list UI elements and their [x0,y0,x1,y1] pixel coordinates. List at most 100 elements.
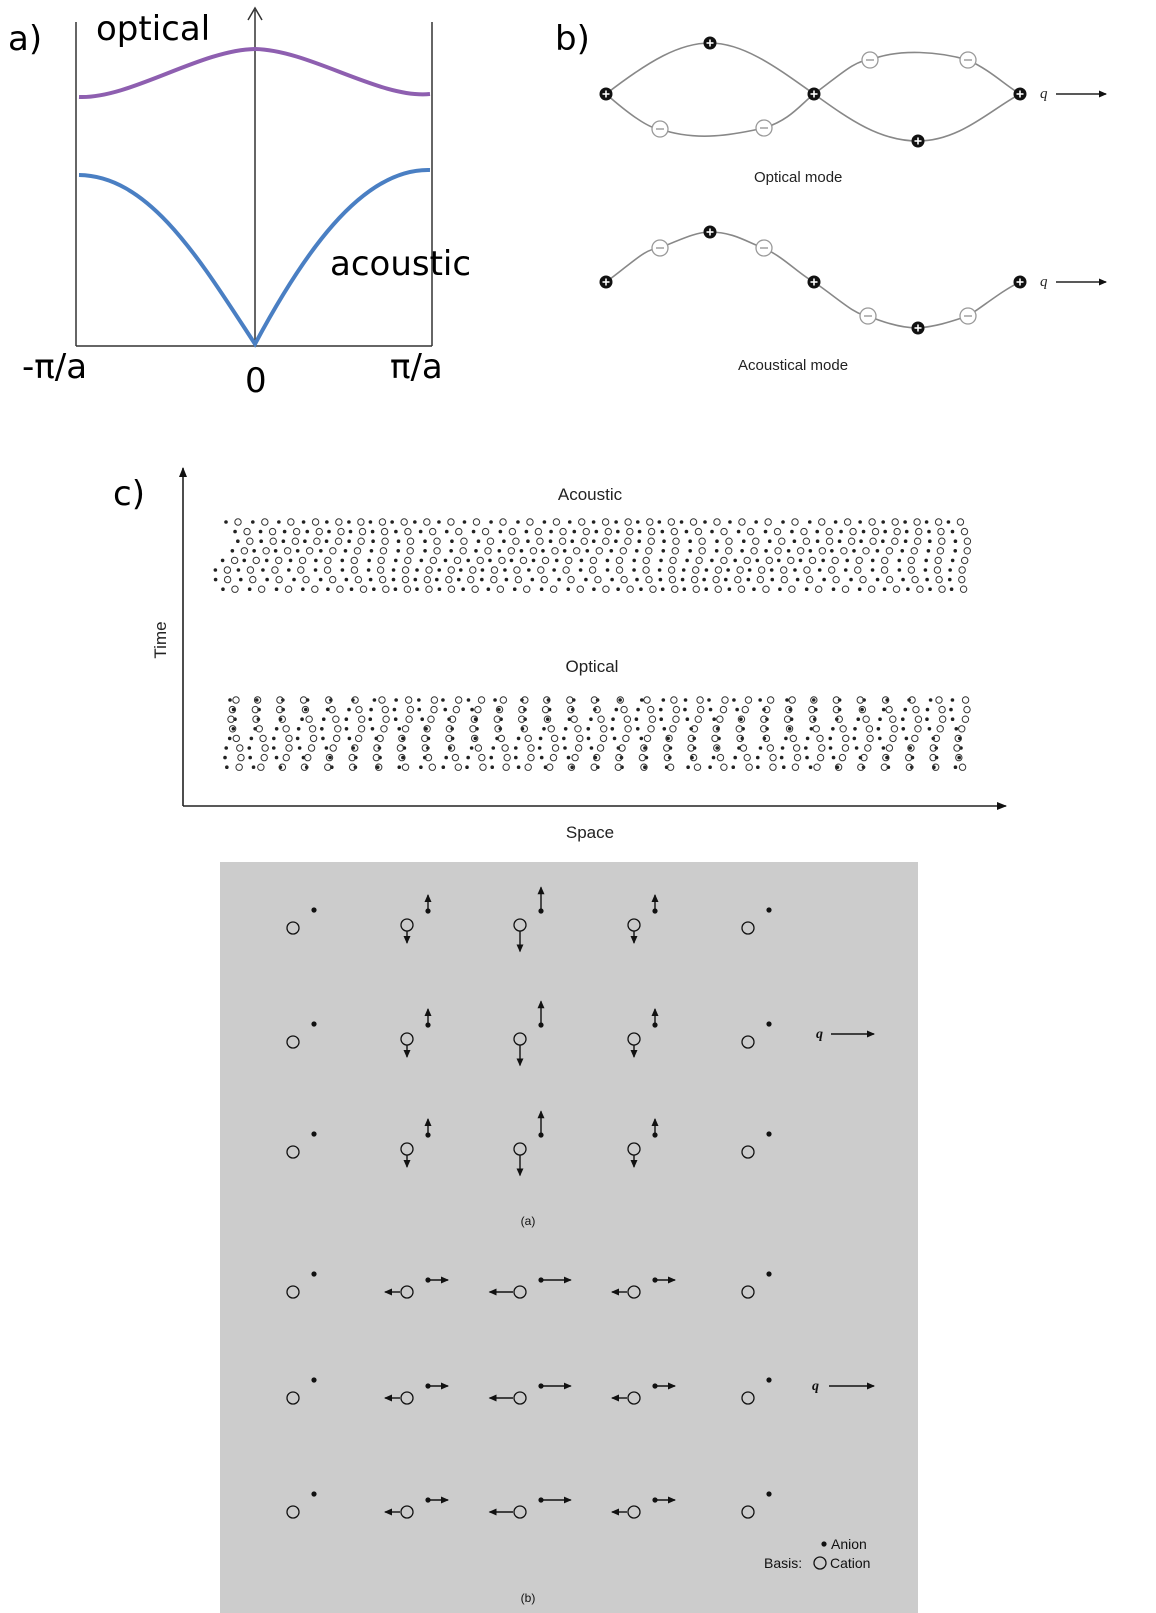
anion-dot [281,539,286,543]
anion-dot [441,765,446,769]
cation-circle [744,696,753,704]
cation-circle [350,556,358,565]
anion-dot [274,587,279,591]
optical-mode-atoms [599,36,1027,148]
cation-circle [543,696,551,704]
cation-circle [766,744,775,752]
cation [627,1285,641,1299]
cation-circle [720,556,728,565]
anion-dot [778,587,782,591]
anion-dot [616,529,620,534]
cation-circle [640,744,648,752]
cation-circle [430,696,439,704]
negative-ion [755,239,773,257]
anion-dot [702,577,706,582]
cation-circle [694,527,703,536]
positive-ion [807,275,821,289]
cation-circle [835,715,843,723]
cation-circle [507,547,516,555]
cation-circle [421,734,429,743]
anion-dot [265,577,269,582]
anion [538,1383,544,1389]
anion-dot [854,746,859,750]
cation-circle [762,585,770,593]
cation-circle [725,537,733,545]
cation-circle [243,527,251,536]
anion-dot [903,539,908,543]
anion-dot [637,529,642,534]
cation-circle [541,556,550,565]
cation-circle [537,566,545,574]
cation-circle [765,556,773,565]
anion-dot [758,698,762,702]
anion-dot [683,698,688,702]
anion-dot [795,577,800,582]
cation-circle [302,575,310,584]
cation-circle [406,547,414,555]
cation-circle [791,763,800,771]
cation-circle [549,585,558,593]
anion-dot [704,568,709,572]
anion-dot [503,568,507,572]
cation-circle [905,753,913,762]
anion-dot [643,746,647,750]
anion-dot [300,717,304,721]
cation-circle [912,705,920,714]
anion [425,1277,431,1283]
cation-circle [337,527,345,536]
cation-circle [832,696,841,704]
cation-circle [324,763,332,771]
anion-dot [859,539,863,543]
cation-circle [882,753,890,762]
cation-circle [669,556,677,565]
anion-dot [957,736,962,741]
anion-dot [885,698,889,702]
cation-circle [647,705,655,714]
cation-circle [454,763,463,771]
cation-circle [580,537,588,545]
anion-dot [228,698,232,702]
anion-dot [236,539,240,543]
cation-circle [889,734,897,743]
positive-ion [1013,87,1027,101]
cation-circle [499,696,508,704]
cation-circle [689,753,698,762]
anion-dot [739,717,743,721]
cation-circle [834,763,843,771]
cation-circle [803,566,811,574]
cation-circle [738,518,746,526]
cation [513,1505,527,1519]
anion-dot [949,707,953,712]
cation-circle [484,547,492,555]
anion-dot [637,539,642,543]
cation-circle [602,537,610,545]
cation-circle [227,715,235,723]
cation-circle [474,744,483,752]
anion-dot [949,587,954,591]
anion-dot [659,707,663,712]
anion [425,1497,431,1503]
anion-dot [769,568,774,572]
negative-ion [859,307,877,325]
cation-circle [324,556,332,565]
cation-circle [956,518,965,526]
anion-dot [554,558,559,563]
cation-circle [643,696,651,704]
q-label-optical: q [1040,86,1048,102]
cation-circle [907,556,915,565]
cation-circle [357,518,365,526]
anion-dot [957,755,961,760]
anion-dot [261,568,265,572]
cation-circle [231,585,239,593]
anion-dot [805,755,809,760]
cation-circle [421,744,430,752]
negative-ion [861,51,879,69]
cation-circle [831,556,839,565]
anion-dot [248,755,252,760]
optical-label: optical [96,9,210,49]
anion-dot [366,568,371,572]
anion-dot [489,755,494,760]
anion-dot [710,558,714,563]
anion-dot [524,529,529,534]
